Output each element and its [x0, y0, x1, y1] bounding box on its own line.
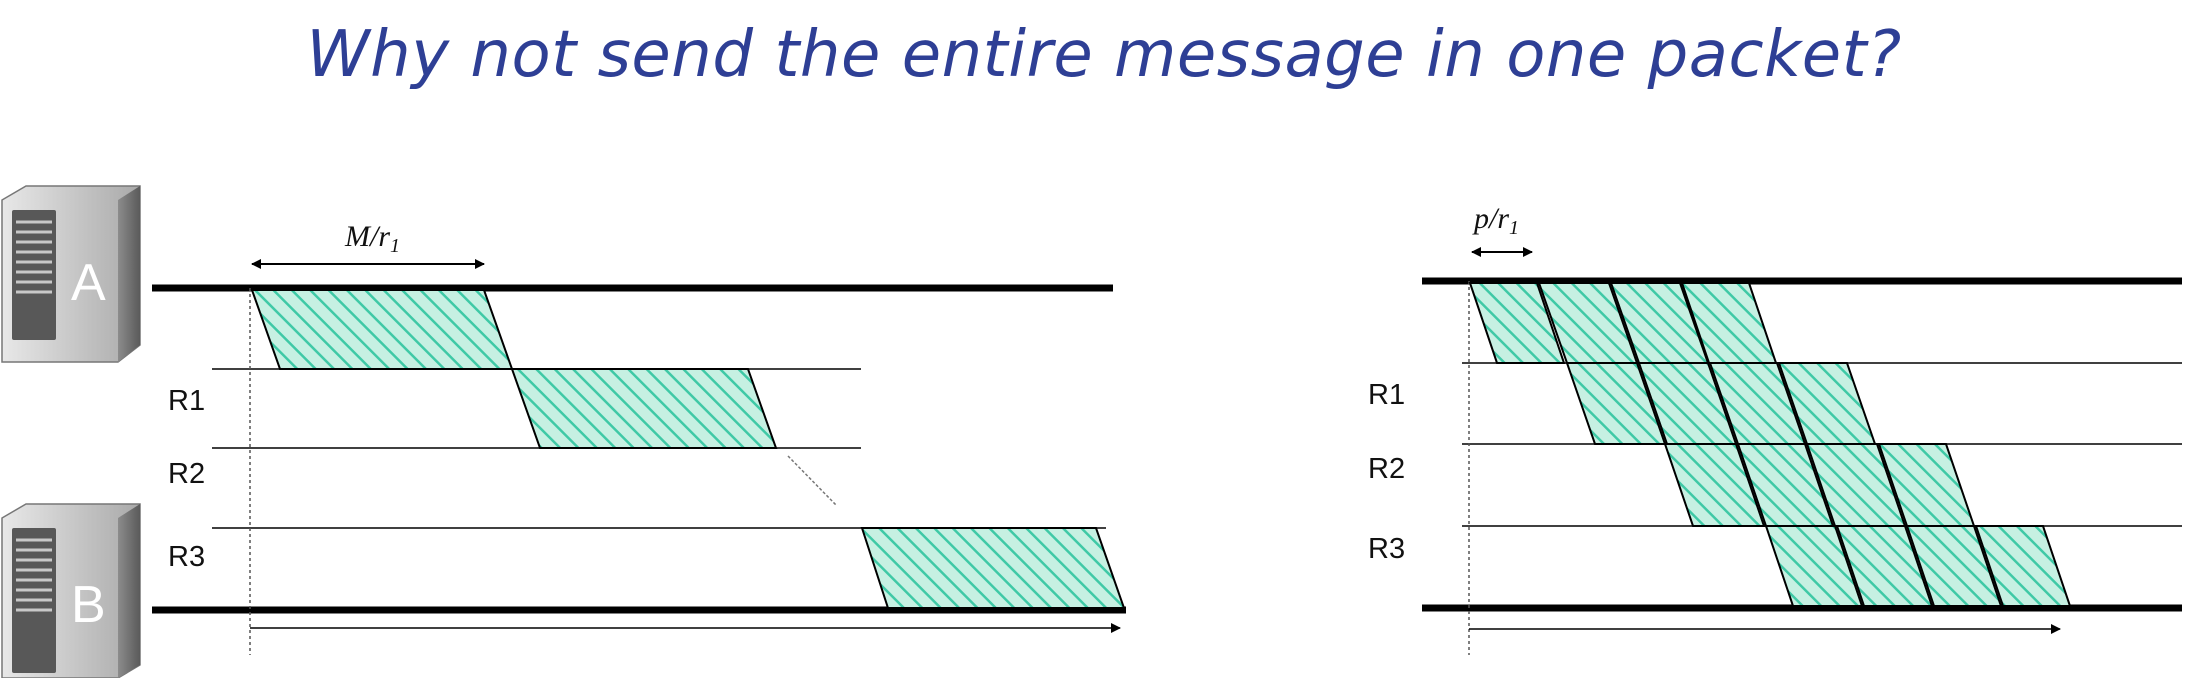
left-router-label-r1: R1: [168, 385, 205, 417]
right-packet-3-link4: [1905, 525, 2003, 607]
left-duration-label: M/r1: [344, 220, 400, 257]
right-packet-1-link1: [1468, 282, 1566, 364]
slide-title: Why not send the entire message in one p…: [306, 18, 1902, 92]
left-router-label-r3: R3: [168, 541, 205, 573]
right-router-label-r1: R1: [1368, 379, 1405, 411]
right-packet-1-link3: [1663, 443, 1766, 527]
left-packet-link1: [250, 289, 514, 370]
right-packet-2-link4: [1835, 525, 1934, 607]
left-packet-link4: [860, 527, 1126, 609]
left-diagram: A B R1 R2 R3 M/r1: [1, 185, 1126, 678]
server-b-icon: B: [1, 503, 141, 678]
right-packet-1-link4: [1764, 525, 1864, 607]
right-packet-4-link4: [1974, 525, 2072, 607]
server-b-label: B: [71, 576, 106, 634]
right-router-label-r2: R2: [1368, 453, 1405, 485]
right-duration-label: p/r1: [1472, 202, 1519, 239]
left-router-label-r2: R2: [168, 458, 205, 490]
left-packet-link2: [510, 368, 778, 449]
server-a-label: A: [71, 254, 106, 312]
right-router-label-r3: R3: [1368, 533, 1405, 565]
server-a-icon: A: [1, 185, 141, 363]
right-diagram: R1 R2 R3 p/r1: [1368, 202, 2182, 655]
left-ellipsis-line: [787, 455, 837, 506]
